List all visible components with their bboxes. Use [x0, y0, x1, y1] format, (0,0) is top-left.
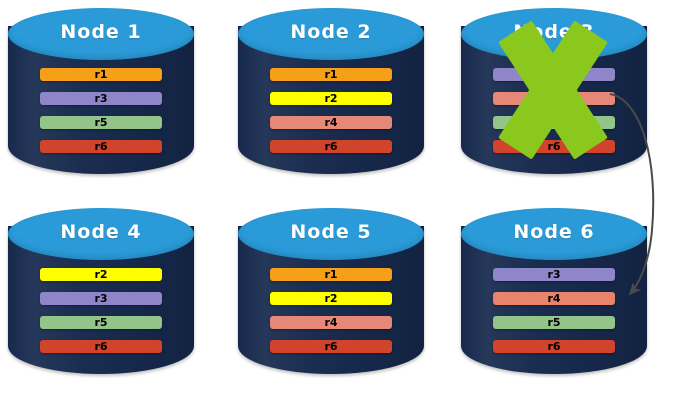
- record-bar[interactable]: r6: [493, 340, 615, 353]
- record-bar[interactable]: r6: [270, 340, 392, 353]
- record-bar[interactable]: r6: [40, 340, 162, 353]
- node-title: Node 6: [513, 221, 595, 243]
- node-title: Node 4: [60, 221, 142, 243]
- node-1[interactable]: Node 1 r1 r3 r5 r6: [8, 8, 194, 188]
- record-bar[interactable]: r3: [493, 268, 615, 281]
- record-list: r1 r2 r4 r6: [270, 68, 392, 153]
- record-bar[interactable]: r1: [270, 268, 392, 281]
- record-list: r1 r2 r4 r6: [270, 268, 392, 353]
- node-5[interactable]: Node 5 r1 r2 r4 r6: [238, 208, 424, 388]
- node-3[interactable]: Node 3 r3 r4 r5 r6: [461, 8, 647, 188]
- node-6[interactable]: Node 6 r3 r4 r5 r6: [461, 208, 647, 388]
- record-bar[interactable]: r2: [270, 292, 392, 305]
- record-bar[interactable]: r4: [270, 116, 392, 129]
- record-bar[interactable]: r4: [270, 316, 392, 329]
- cylinder-top: [8, 8, 194, 60]
- node-2[interactable]: Node 2 r1 r2 r4 r6: [238, 8, 424, 188]
- record-bar[interactable]: r1: [270, 68, 392, 81]
- record-bar[interactable]: r5: [493, 316, 615, 329]
- record-bar[interactable]: r6: [493, 140, 615, 153]
- record-bar[interactable]: r3: [40, 92, 162, 105]
- record-bar[interactable]: r5: [493, 116, 615, 129]
- record-list: r3 r4 r5 r6: [493, 268, 615, 353]
- record-list: r3 r4 r5 r6: [493, 68, 615, 153]
- record-bar[interactable]: r4: [493, 292, 615, 305]
- record-list: r1 r3 r5 r6: [40, 68, 162, 153]
- node-title: Node 1: [60, 21, 142, 43]
- record-bar[interactable]: r6: [40, 140, 162, 153]
- record-bar[interactable]: r2: [40, 268, 162, 281]
- record-bar[interactable]: r3: [40, 292, 162, 305]
- record-bar[interactable]: r2: [270, 92, 392, 105]
- cylinder-top: [238, 8, 424, 60]
- record-bar[interactable]: r5: [40, 116, 162, 129]
- record-bar[interactable]: r5: [40, 316, 162, 329]
- cylinder-top: [8, 208, 194, 260]
- node-4[interactable]: Node 4 r2 r3 r5 r6: [8, 208, 194, 388]
- record-bar[interactable]: r4: [493, 92, 615, 105]
- record-bar[interactable]: r6: [270, 140, 392, 153]
- node-title: Node 3: [513, 21, 595, 43]
- record-list: r2 r3 r5 r6: [40, 268, 162, 353]
- cylinder-top: [238, 208, 424, 260]
- record-bar[interactable]: r3: [493, 68, 615, 81]
- record-bar[interactable]: r1: [40, 68, 162, 81]
- node-title: Node 2: [290, 21, 372, 43]
- node-title: Node 5: [290, 221, 372, 243]
